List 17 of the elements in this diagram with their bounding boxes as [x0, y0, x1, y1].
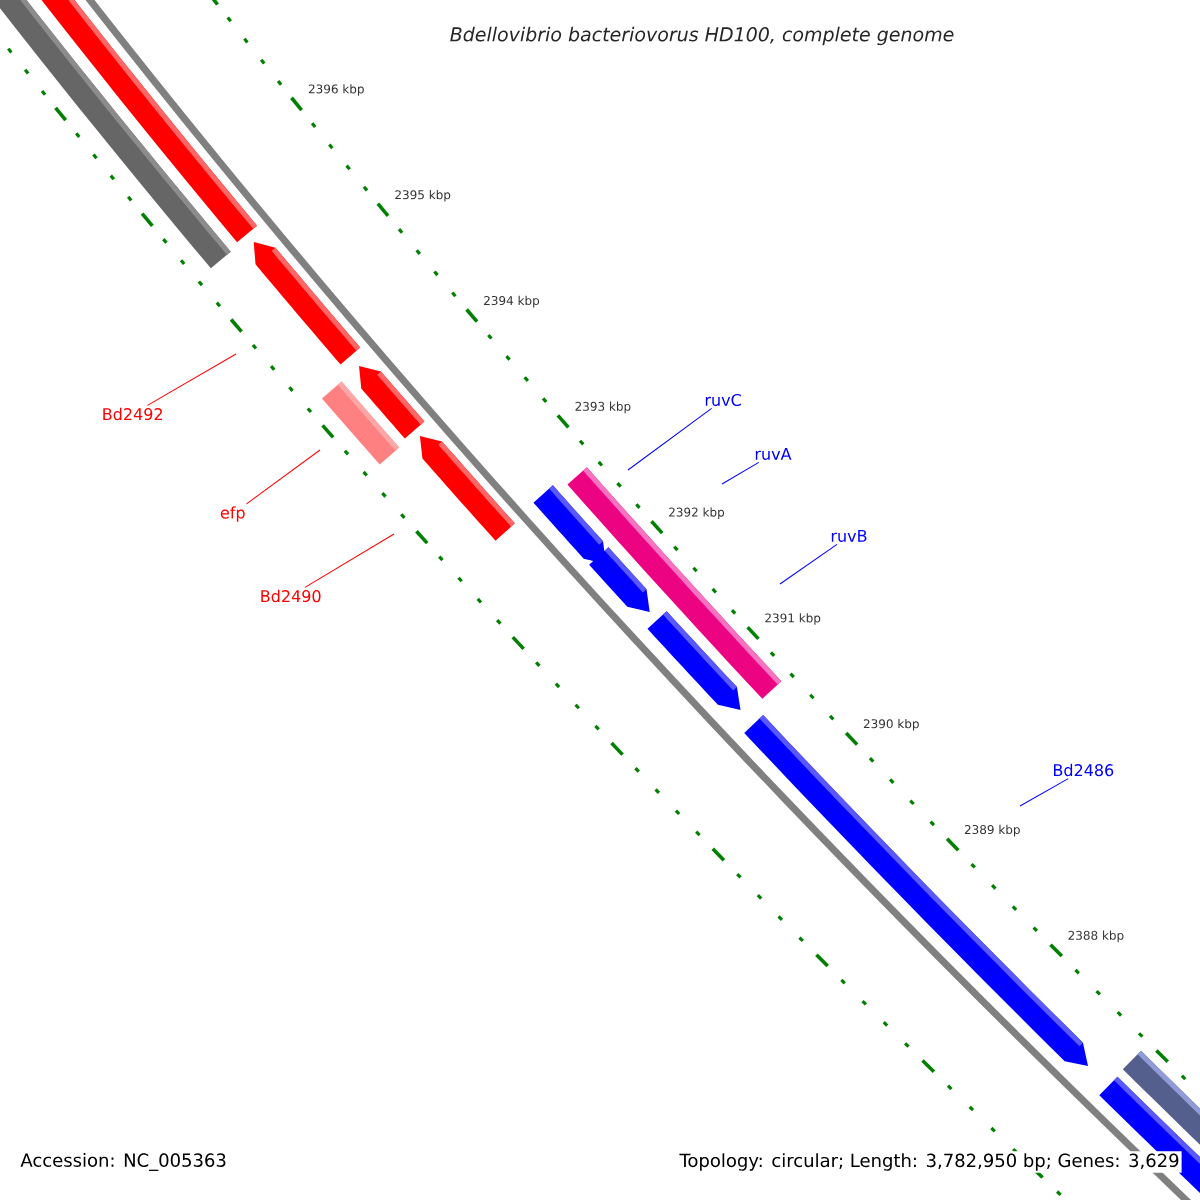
gene-label: efp: [220, 506, 245, 522]
leader-line: [146, 353, 237, 406]
title: Bdellovibrio bacteriovorus HD100, complete genome: [450, 26, 954, 46]
leader-line: [627, 407, 713, 471]
gene-label: Bd2486: [1054, 763, 1114, 777]
gene-label: ruvC: [705, 393, 741, 407]
leader-line: [721, 461, 760, 485]
topology-text: Topology: circular; Length: 3,782,950 bp; Genes: 3,629: [677, 1151, 1182, 1173]
gene-label: Bd2490: [261, 589, 321, 603]
leader-line: [1019, 778, 1069, 807]
leader-line: [779, 543, 838, 585]
accession-text: Accession: NC_005363: [20, 1153, 226, 1171]
gene-label: ruvA: [755, 448, 792, 460]
gene-label: ruvB: [831, 530, 867, 542]
leader-line: [304, 533, 395, 588]
leader-line: [246, 449, 321, 505]
gene-label: Bd2492: [103, 407, 162, 421]
